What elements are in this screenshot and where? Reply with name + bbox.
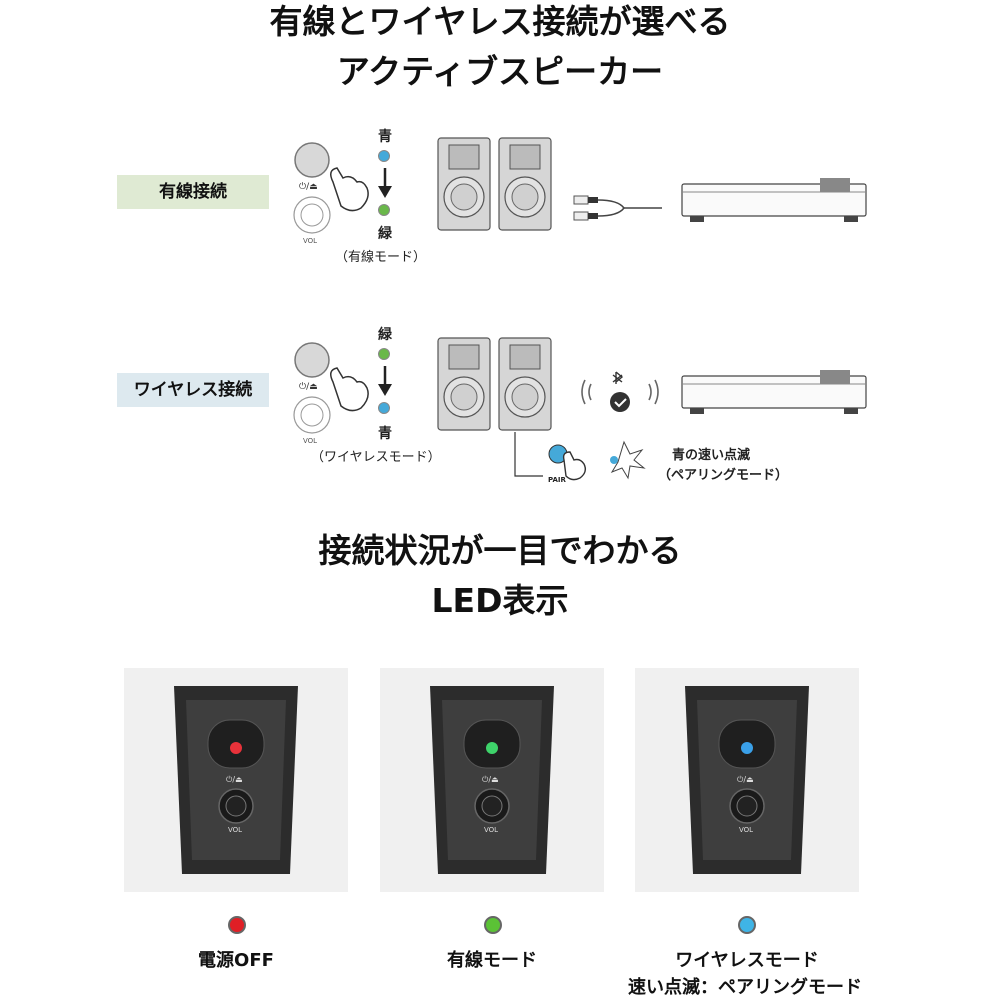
wired-led-from xyxy=(378,150,390,162)
subheadline-line1: 接続状況が一目でわかる xyxy=(318,531,682,570)
speaker-pair-illustration xyxy=(437,137,552,231)
wired-led-to xyxy=(378,204,390,216)
power-input-symbol: ⏻/⏏ xyxy=(226,775,243,784)
wireless-mode-caption: （ワイヤレスモード） xyxy=(311,450,441,465)
wireless-led-to xyxy=(378,402,390,414)
status-label-wireless: ワイヤレスモード xyxy=(675,950,819,971)
wired-to-color: 緑 xyxy=(378,226,392,242)
bluetooth-pairing-icon xyxy=(581,371,659,412)
status-label-pairing: 速い点滅：ペアリングモード xyxy=(628,977,862,998)
led-indicator-power-off xyxy=(230,742,242,754)
wireless-led-from xyxy=(378,348,390,360)
status-dot-wired xyxy=(484,916,502,934)
status-dot-wireless xyxy=(738,916,756,934)
wireless-connection-label: ワイヤレス接続 xyxy=(117,373,269,407)
vol-label: VOL xyxy=(228,826,242,834)
status-dot-power-off xyxy=(228,916,246,934)
power-button-illustration: ⏻/⏏ VOL xyxy=(293,142,369,245)
vol-label: VOL xyxy=(484,826,498,834)
turntable-illustration xyxy=(681,178,867,222)
down-arrow-icon xyxy=(378,168,392,198)
power-button-illustration: ⏻/⏏ VOL xyxy=(293,342,369,445)
led-indicator-wired xyxy=(486,742,498,754)
headline-line2: アクティブスピーカー xyxy=(336,52,664,91)
svg-text:VOL: VOL xyxy=(303,437,317,445)
wireless-to-color: 青 xyxy=(378,426,392,442)
turntable-illustration xyxy=(681,370,867,414)
blink-caption-line2: （ペアリングモード） xyxy=(658,468,789,483)
wired-connection-label: 有線接続 xyxy=(117,175,269,209)
blink-caption-line1: 青の速い点滅 xyxy=(672,448,751,463)
volume-knob-cap xyxy=(481,795,503,817)
subheadline-line2: LED表示 xyxy=(431,581,569,620)
volume-knob-cap xyxy=(225,795,247,817)
pair-button-illustration xyxy=(514,432,646,481)
power-input-symbol: ⏻/⏏ xyxy=(482,775,499,784)
status-label-power-off: 電源OFF xyxy=(198,950,274,971)
pair-label: PAIR xyxy=(548,476,566,484)
wired-from-color: 青 xyxy=(378,129,392,145)
rca-cable-icon xyxy=(573,195,662,221)
speaker-pair-illustration xyxy=(437,337,552,431)
status-label-wired: 有線モード xyxy=(447,950,537,971)
led-indicator-wireless xyxy=(741,742,753,754)
svg-text:⏻/⏏: ⏻/⏏ xyxy=(299,381,318,392)
wired-mode-caption: （有線モード） xyxy=(335,250,427,265)
wireless-from-color: 緑 xyxy=(378,327,392,343)
down-arrow-icon xyxy=(378,366,392,396)
headline-line1: 有線とワイヤレス接続が選べる xyxy=(269,2,731,41)
volume-knob-cap xyxy=(736,795,758,817)
power-input-symbol: ⏻/⏏ xyxy=(737,775,754,784)
svg-text:VOL: VOL xyxy=(303,237,317,245)
svg-text:⏻/⏏: ⏻/⏏ xyxy=(299,181,318,192)
vol-label: VOL xyxy=(739,826,753,834)
